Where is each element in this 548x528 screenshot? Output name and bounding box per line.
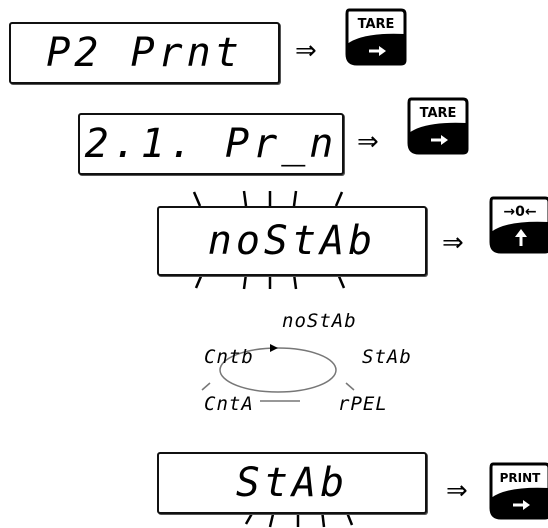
then-arrow: ⇒ bbox=[357, 127, 379, 157]
display-text: P2 Prnt bbox=[46, 30, 243, 76]
display-nostab: noStAb bbox=[157, 206, 427, 276]
then-arrow: ⇒ bbox=[295, 36, 317, 66]
arrow-right-icon bbox=[369, 46, 386, 56]
arrow-right-icon bbox=[513, 500, 530, 510]
display-text: 2.1. Pr_n bbox=[84, 121, 338, 167]
zero-key[interactable]: →0← bbox=[487, 196, 548, 254]
cycle-item-nostab: noStAb bbox=[282, 310, 357, 332]
cycle-item-cnta: CntA bbox=[204, 393, 254, 415]
key-label: TARE bbox=[420, 106, 457, 121]
display-stab: StAb bbox=[157, 452, 427, 514]
print-key[interactable]: PRINT bbox=[487, 462, 548, 520]
display-2-1-pr-n: 2.1. Pr_n bbox=[78, 113, 344, 175]
tare-key[interactable]: TARE bbox=[343, 8, 407, 66]
cycle-direction-arrow bbox=[270, 344, 278, 352]
then-arrow: ⇒ bbox=[446, 476, 468, 506]
key-label: TARE bbox=[358, 17, 395, 32]
cycle-loop bbox=[201, 344, 355, 402]
tare-key[interactable]: TARE bbox=[405, 97, 469, 155]
display-p2-prnt: P2 Prnt bbox=[9, 22, 280, 84]
display-text: StAb bbox=[235, 460, 349, 506]
display-text: noStAb bbox=[207, 218, 377, 264]
arrow-right-icon bbox=[431, 135, 448, 145]
cycle-item-cntb: Cntb bbox=[204, 346, 254, 368]
cycle-item-stab: StAb bbox=[362, 346, 412, 368]
key-label: →0← bbox=[503, 204, 536, 220]
cycle-item-rpel: rPEL bbox=[338, 393, 388, 415]
arrow-up-icon bbox=[515, 229, 527, 246]
blink-marks bbox=[192, 190, 346, 290]
key-label: PRINT bbox=[500, 471, 542, 485]
then-arrow: ⇒ bbox=[442, 228, 464, 258]
